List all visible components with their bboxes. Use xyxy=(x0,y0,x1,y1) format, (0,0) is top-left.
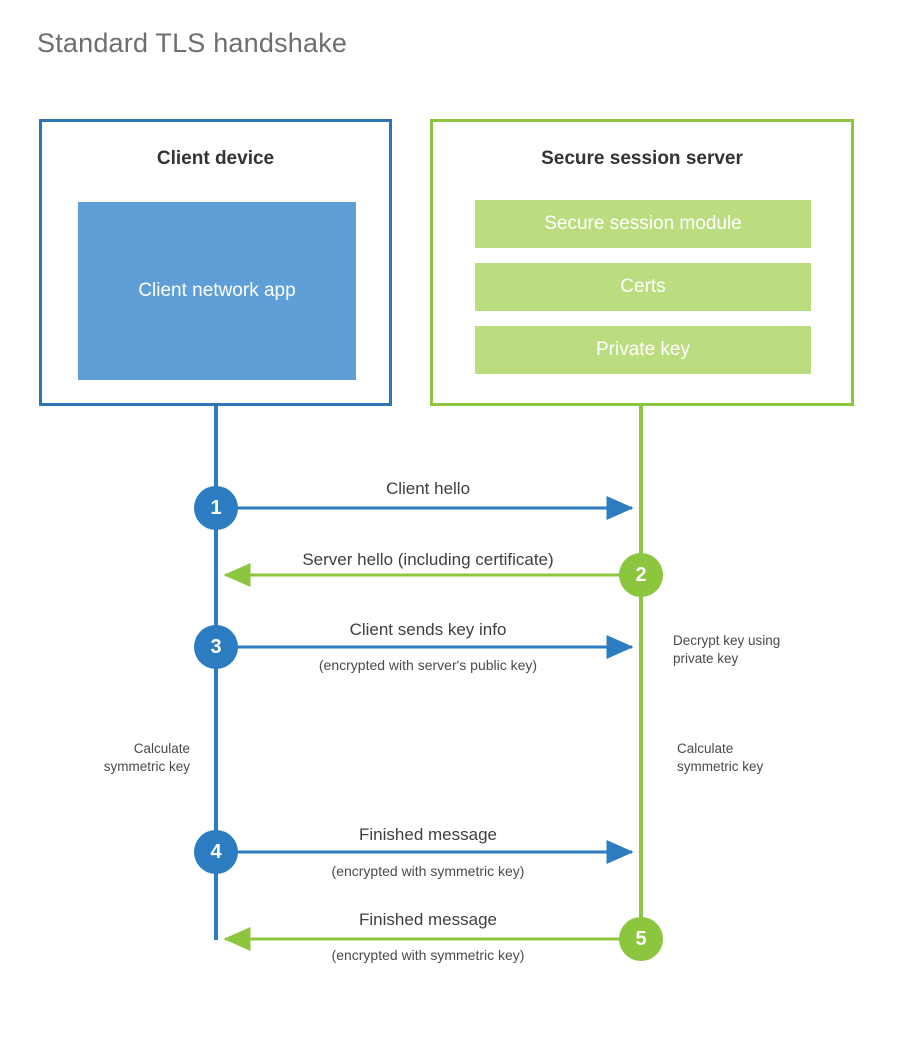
server-block-certs: Certs xyxy=(475,263,811,311)
step-5-label: Finished message xyxy=(359,910,497,929)
step-1-label: Client hello xyxy=(385,479,471,498)
step-3-sublabel: (encrypted with server's public key) xyxy=(318,657,538,673)
server-block-private-key: Private key xyxy=(475,326,811,374)
client-device-title: Client device xyxy=(156,148,275,169)
note-decrypt-key: Decrypt key using private key xyxy=(673,632,863,668)
step-5-sublabel: (encrypted with symmetric key) xyxy=(331,947,525,963)
client-device-box: Client device Client network app xyxy=(39,119,392,406)
note-decrypt-key-line2: private key xyxy=(673,651,739,667)
step-circle-5[interactable] xyxy=(619,917,663,961)
page-title: Standard TLS handshake xyxy=(37,28,348,58)
server-block-secure-session-module: Secure session module xyxy=(475,200,811,248)
step-circle-3[interactable] xyxy=(194,625,238,669)
step-circle-4[interactable] xyxy=(194,830,238,874)
note-calculate-symmetric-key-client: Calculate symmetric key xyxy=(10,740,190,776)
client-network-app-block: Client network app xyxy=(78,202,356,380)
note-calc-server-line2: symmetric key xyxy=(677,759,764,775)
note-calc-client-line1: Calculate xyxy=(133,741,190,756)
step-4-sublabel: (encrypted with symmetric key) xyxy=(331,863,525,879)
note-calc-server-line1: Calculate xyxy=(677,741,734,756)
step-3-label: Client sends key info xyxy=(349,620,507,639)
note-decrypt-key-line1: Decrypt key using xyxy=(673,633,781,648)
note-calc-client-line2: symmetric key xyxy=(103,759,190,775)
step-circle-2[interactable] xyxy=(619,553,663,597)
step-2-label: Server hello (including certificate) xyxy=(302,550,554,569)
secure-session-server-title: Secure session server xyxy=(541,148,743,169)
secure-session-server-box: Secure session server Secure session mod… xyxy=(430,119,854,406)
step-circle-1[interactable] xyxy=(194,486,238,530)
step-4-label: Finished message xyxy=(359,825,497,844)
note-calculate-symmetric-key-server: Calculate symmetric key xyxy=(677,740,867,776)
